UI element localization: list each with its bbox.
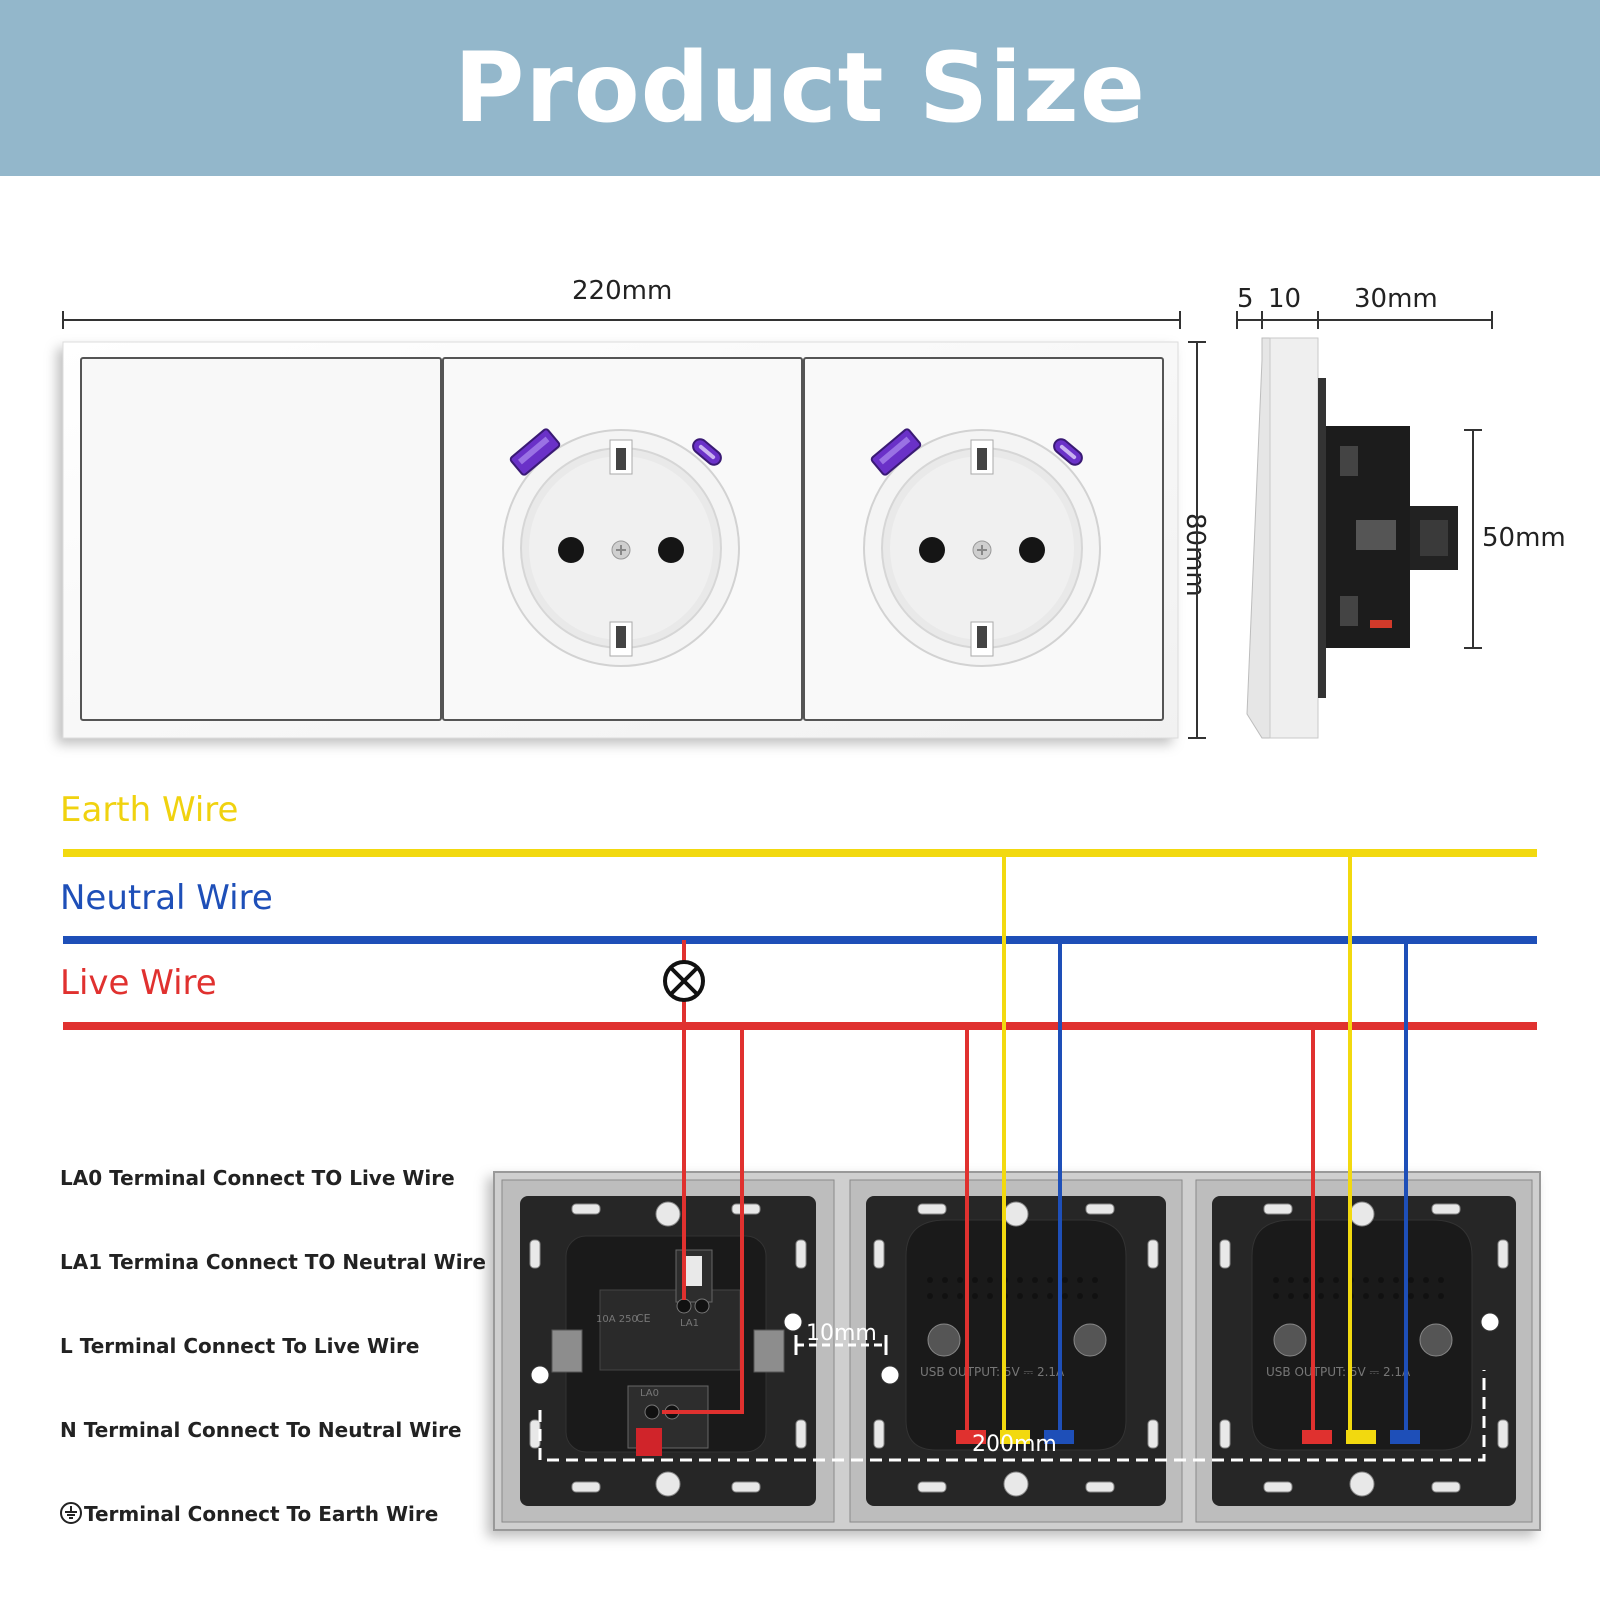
usb-c-port-1 [692, 438, 722, 466]
spacing-dimension-label: 200mm [972, 1432, 1057, 1457]
earth-wire-label: Earth Wire [60, 790, 239, 830]
side-dimension-b-label: 10 [1268, 284, 1302, 314]
live-wire-label: Live Wire [60, 963, 217, 1003]
back-height-dimension-line [1464, 429, 1482, 649]
usb-c-port-2 [1053, 438, 1083, 466]
height-dimension-line [1188, 341, 1206, 739]
page-title: Product Size [454, 32, 1146, 144]
usb-output-label-1: USB OUTPUT: 5V ⎓ 2.1A [920, 1365, 1065, 1379]
la0-label: LA0 [640, 1388, 659, 1399]
side-dimension-a-label: 5 [1237, 284, 1254, 314]
terminal-instruction-l: L Terminal Connect To Live Wire [60, 1334, 420, 1358]
la1-label: LA1 [680, 1318, 699, 1329]
usb-output-label-2: USB OUTPUT: 5V ⎓ 2.1A [1266, 1365, 1411, 1379]
terminal-instruction-n: N Terminal Connect To Neutral Wire [60, 1418, 462, 1442]
rocker-switch [80, 357, 442, 721]
back-modules: LA1 LA0 10A 250 CE [493, 1171, 1541, 1531]
back-height-dimension-label: 50mm [1482, 523, 1566, 553]
side-view [1236, 311, 1493, 739]
terminal-instruction-earth: Terminal Connect To Earth Wire [60, 1502, 438, 1526]
ce-label: CE [636, 1312, 651, 1325]
spacing-dimension-line [538, 1370, 1486, 1462]
neutral-wire-label: Neutral Wire [60, 878, 273, 918]
terminal-instruction-la1: LA1 Termina Connect TO Neutral Wire [60, 1250, 486, 1274]
schuko-socket-2 [863, 429, 1101, 667]
usb-a-port-2 [870, 428, 922, 476]
depth-dimension-label: 30mm [1354, 284, 1438, 314]
socket-back-module-2: USB OUTPUT: 5V ⎓ 2.1A [1195, 1179, 1533, 1523]
rating-label: 10A 250 [596, 1314, 638, 1325]
earth-symbol-icon [60, 1502, 82, 1524]
schuko-socket-1 [502, 429, 740, 667]
lamp-icon [663, 960, 705, 1002]
wire-buses [63, 849, 1537, 1030]
terminal-instruction-la0: LA0 Terminal Connect TO Live Wire [60, 1166, 455, 1190]
usb-a-port-1 [509, 428, 561, 476]
gap-dimension-line [794, 1335, 888, 1355]
title-banner: Product Size [0, 0, 1600, 176]
switch-back-module: LA1 LA0 10A 250 CE [501, 1179, 835, 1523]
socket-back-module-1: USB OUTPUT: 5V ⎓ 2.1A [849, 1179, 1183, 1523]
gap-dimension-label: 10mm [806, 1321, 877, 1346]
width-dimension-label: 220mm [572, 276, 673, 306]
width-dimension-line [62, 311, 1181, 329]
